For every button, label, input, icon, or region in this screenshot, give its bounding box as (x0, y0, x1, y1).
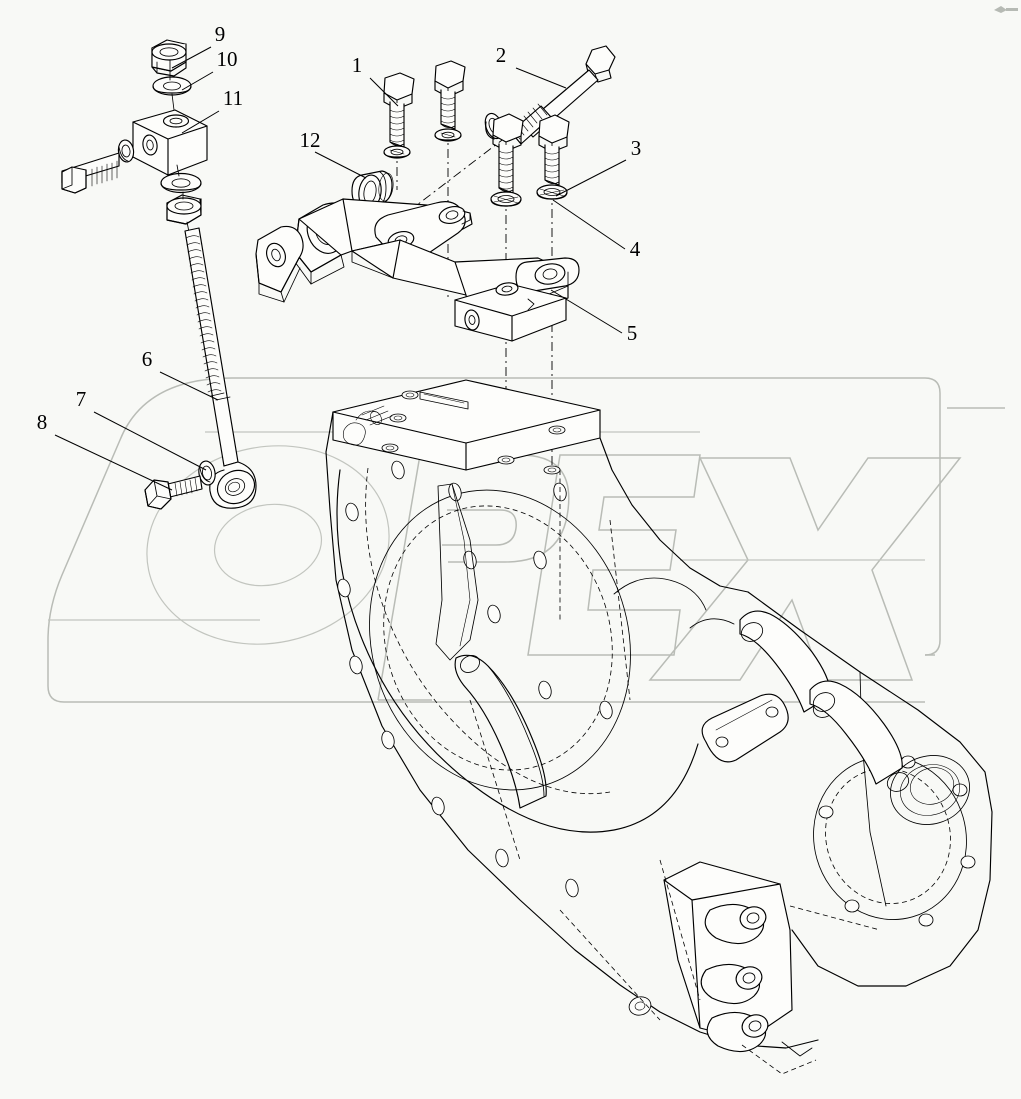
part-7-washer (198, 460, 216, 486)
callout-10-label: 10 (217, 47, 238, 71)
callout-4: 4 (552, 199, 641, 261)
part-1-hex-bolt (383, 72, 415, 190)
hex-bolt-second (434, 60, 466, 300)
lower-flat-washer (160, 172, 202, 194)
boss-upper (704, 903, 767, 945)
callout-7: 7 (76, 387, 207, 471)
callout-3-label: 3 (631, 136, 642, 160)
part-5-mounting-bracket (255, 198, 580, 342)
callout-5-label: 5 (627, 321, 638, 345)
lower-hex-nut (166, 194, 202, 225)
watermark-opex (47, 377, 1005, 703)
callout-3: 3 (555, 136, 642, 197)
side-washer (117, 139, 135, 163)
callout-6-label: 6 (142, 347, 153, 371)
callout-5: 5 (550, 289, 638, 345)
callout-2: 2 (496, 43, 567, 89)
part-11-block (132, 109, 208, 176)
callout-6: 6 (142, 347, 219, 401)
callout-11-label: 11 (223, 86, 243, 110)
callout-10: 10 (181, 47, 238, 91)
serration-detail (342, 405, 393, 446)
callout-9: 9 (171, 22, 226, 69)
callout-7-label: 7 (76, 387, 87, 411)
boss-middle (700, 963, 763, 1005)
callout-4-label: 4 (630, 237, 641, 261)
callout-12: 12 (300, 128, 367, 179)
part-4-bolt-and-spring-washer (490, 113, 524, 460)
boss-lower (706, 1011, 769, 1053)
side-hex-bolt (61, 152, 120, 194)
callout-1-label: 1 (352, 53, 363, 77)
part-11-rod-end-block-assembly (61, 39, 208, 225)
callout-12-label: 12 (300, 128, 321, 152)
callout-8-label: 8 (37, 410, 48, 434)
part-10-flat-washer (152, 76, 192, 96)
callouts-layer: 1 2 3 4 5 (37, 22, 642, 491)
part-8-hex-bolt (144, 475, 203, 510)
callout-8: 8 (37, 410, 173, 491)
callout-2-label: 2 (496, 43, 507, 67)
callout-1: 1 (352, 53, 399, 107)
corner-artifact-icon (994, 6, 1018, 13)
callout-11: 11 (181, 86, 243, 134)
gearbox-housing (325, 379, 993, 1075)
part-6-threaded-tie-rod (184, 221, 257, 509)
callout-9-label: 9 (215, 22, 226, 46)
part-9-hex-nut (151, 39, 187, 77)
